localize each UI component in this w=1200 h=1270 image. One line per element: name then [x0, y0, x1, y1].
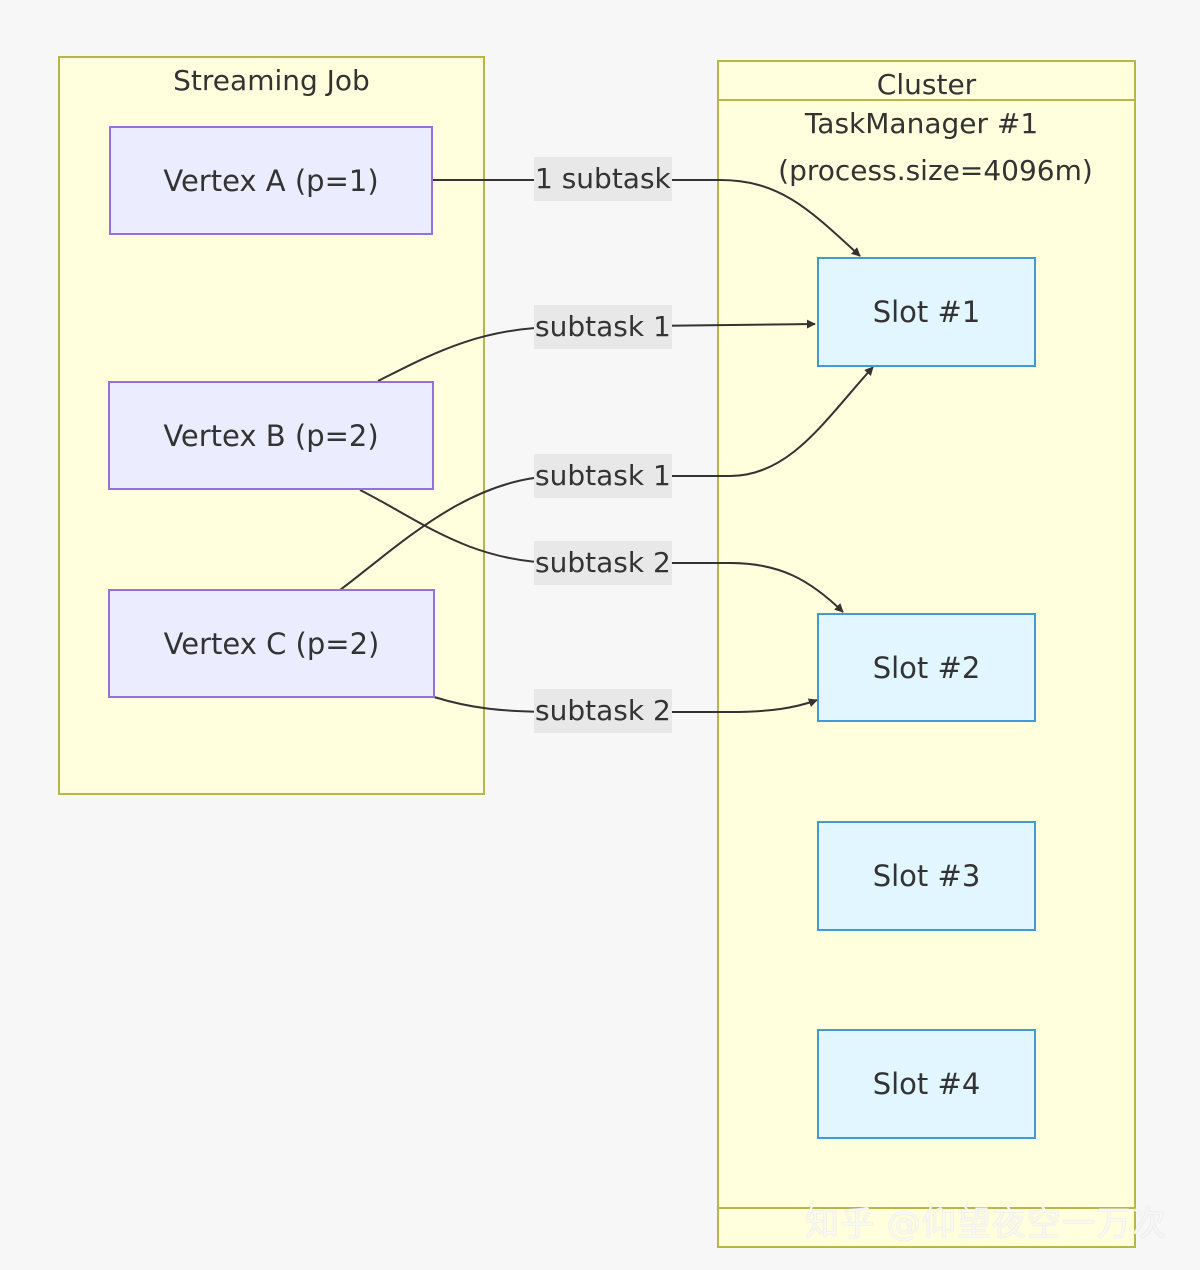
- streaming-job-title: Streaming Job: [173, 64, 370, 97]
- cluster-title: Cluster: [876, 68, 977, 101]
- watermark: 知乎 @仰望夜空一万次: [805, 1204, 1167, 1244]
- edge-label-vertex-b-slot-2: subtask 2: [534, 541, 672, 585]
- slot-3-node[interactable]: Slot #3: [817, 821, 1036, 931]
- edge-label-vertex-c-slot-2: subtask 2: [534, 689, 672, 733]
- taskmanager-title: TaskManager #1: [804, 107, 1039, 140]
- vertex-b-node[interactable]: Vertex B (p=2): [108, 381, 434, 490]
- slot-4-node[interactable]: Slot #4: [817, 1029, 1036, 1139]
- edge-vertex-a-slot-1: [432, 179, 861, 257]
- edge-label-vertex-b-slot-1: subtask 1: [534, 305, 672, 349]
- taskmanager-subtitle: (process.size=4096m): [778, 154, 1093, 187]
- edge-label-vertex-c-slot-1: subtask 1: [534, 454, 672, 498]
- slot-1-node[interactable]: Slot #1: [817, 257, 1036, 367]
- edge-label-vertex-a-slot-1: 1 subtask: [534, 157, 672, 201]
- vertex-c-node[interactable]: Vertex C (p=2): [108, 589, 435, 698]
- vertex-a-node[interactable]: Vertex A (p=1): [109, 126, 433, 235]
- slot-2-node[interactable]: Slot #2: [817, 613, 1036, 722]
